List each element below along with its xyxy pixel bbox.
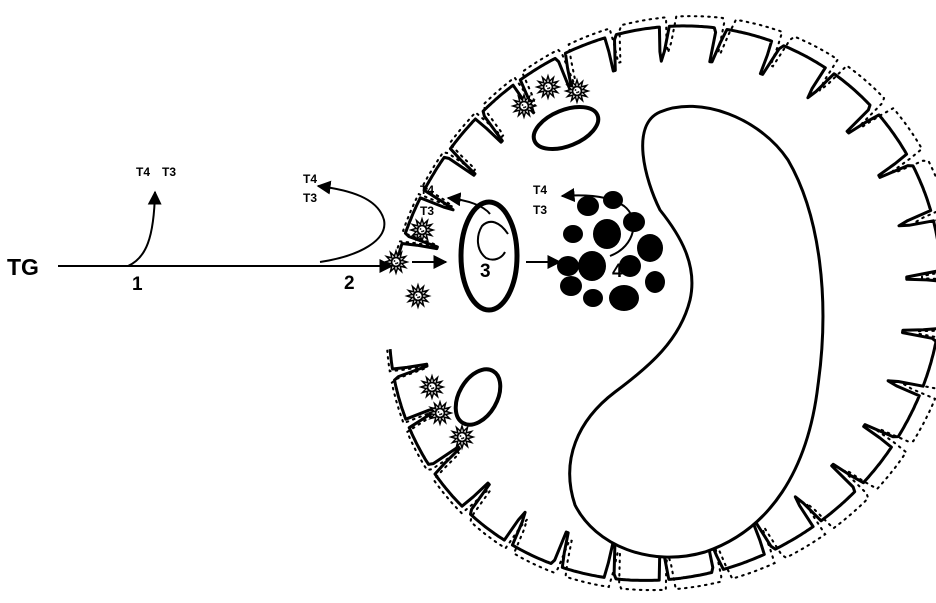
step3-label: 3 [480, 261, 491, 282]
nucleus [570, 106, 823, 557]
step2-t4-label: T4 [303, 172, 317, 186]
colloid-droplet [385, 251, 407, 273]
colloid-droplet [513, 95, 535, 117]
step4-label: 4 [612, 261, 623, 282]
lysosome-granule [583, 289, 603, 307]
step2-release-arrow [318, 186, 384, 262]
step1-release-arrow [128, 192, 155, 266]
step3-t4-label: T4 [420, 183, 434, 197]
colloid-droplet [407, 285, 429, 307]
lysosome-granule [593, 219, 621, 249]
step1-t3-label: T3 [162, 165, 176, 179]
phagolysosome-3 [461, 202, 517, 310]
tg-label: TG [7, 254, 39, 280]
step4-t4-label: T4 [533, 183, 547, 197]
step1-t4-label: T4 [136, 165, 150, 179]
lysosome-granule [563, 225, 583, 243]
lysosome-granule [578, 251, 606, 281]
colloid-droplet [429, 402, 451, 424]
lysosome-granule [577, 196, 599, 216]
colloid-droplet [537, 76, 559, 98]
lysosome-granule [637, 234, 663, 262]
upper-vesicle [528, 99, 605, 158]
lysosome-granule [560, 276, 582, 296]
lysosome-granule [645, 271, 665, 293]
colloid-droplet [421, 376, 443, 398]
step2-t3-label: T3 [303, 191, 317, 205]
lower-vesicle [447, 362, 510, 433]
lysosome-granule [557, 256, 579, 276]
step2-label: 2 [344, 273, 355, 294]
colloid-droplet [451, 426, 473, 448]
step1-label: 1 [132, 274, 143, 295]
lysosome-granule [609, 285, 639, 311]
phagolysosome-inner-curve [478, 222, 508, 260]
lysosomal-granules [557, 191, 665, 311]
step4-t3-label: T3 [533, 203, 547, 217]
step3-t3-label: T3 [420, 204, 434, 218]
